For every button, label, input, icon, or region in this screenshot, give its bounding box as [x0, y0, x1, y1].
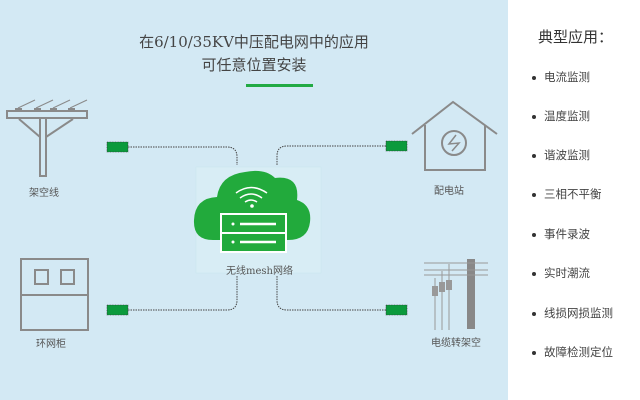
list-item: 事件录波 — [532, 226, 590, 242]
bullet-icon — [532, 193, 536, 197]
substation-label: 配电站 — [434, 186, 464, 197]
connection-lines — [128, 145, 386, 311]
list-item-label: 线损网损监测 — [544, 306, 613, 320]
list-item: 线损网损监测 — [532, 305, 613, 321]
list-item-label: 故障检测定位 — [544, 345, 613, 359]
list-item-label: 电流监测 — [544, 70, 590, 84]
applications-title: 典型应用： — [538, 28, 614, 46]
list-item: 实时潮流 — [532, 265, 590, 281]
substation-icon — [411, 100, 498, 171]
title-underline — [246, 84, 313, 87]
bullet-icon — [532, 312, 536, 316]
sensor-icon — [385, 140, 408, 152]
list-item-label: 温度监测 — [544, 109, 590, 123]
bullet-icon — [532, 272, 536, 276]
connection-ring-main-unit — [128, 276, 238, 311]
ring-main-unit-label: 环网柜 — [36, 339, 66, 350]
utility-pole-icon — [6, 99, 88, 177]
bullet-icon — [532, 154, 536, 158]
list-item: 故障检测定位 — [532, 344, 613, 360]
connection-substation — [276, 145, 386, 165]
diagram-panel: 在6/10/35KV中压配电网中的应用 可任意位置安装 — [0, 0, 508, 400]
cloud-server-icon — [193, 166, 322, 274]
mesh-network-label: 无线mesh网络 — [226, 266, 293, 277]
list-item-label: 事件录波 — [544, 227, 590, 241]
connection-overhead-line — [128, 146, 238, 165]
list-item: 电流监测 — [532, 69, 590, 85]
sensor-icon — [106, 141, 129, 153]
cable-tower-icon — [424, 259, 488, 330]
list-item-label: 实时潮流 — [544, 266, 590, 280]
cable-to-overhead-label: 电缆转架空 — [431, 338, 481, 349]
cabinet-icon — [20, 258, 89, 331]
overhead-line-label: 架空线 — [29, 188, 59, 199]
diagram-title: 在6/10/35KV中压配电网中的应用 — [139, 33, 369, 51]
bullet-icon — [532, 233, 536, 237]
diagram-subtitle: 可任意位置安装 — [201, 56, 307, 74]
list-item-label: 三相不平衡 — [544, 187, 602, 201]
applications-panel: 典型应用： 电流监测 温度监测 谐波监测 三相不平衡 事件录波 实时潮流 线损网… — [508, 0, 640, 400]
sensor-icon — [385, 304, 408, 316]
list-item: 谐波监测 — [532, 147, 590, 163]
bullet-icon — [532, 351, 536, 355]
list-item: 三相不平衡 — [532, 186, 602, 202]
bullet-icon — [532, 76, 536, 80]
diagram-graphics — [6, 99, 498, 331]
sensor-icon — [106, 304, 129, 316]
bullet-icon — [532, 115, 536, 119]
connection-cable-overhead — [276, 276, 386, 311]
list-item-label: 谐波监测 — [544, 148, 590, 162]
list-item: 温度监测 — [532, 108, 590, 124]
